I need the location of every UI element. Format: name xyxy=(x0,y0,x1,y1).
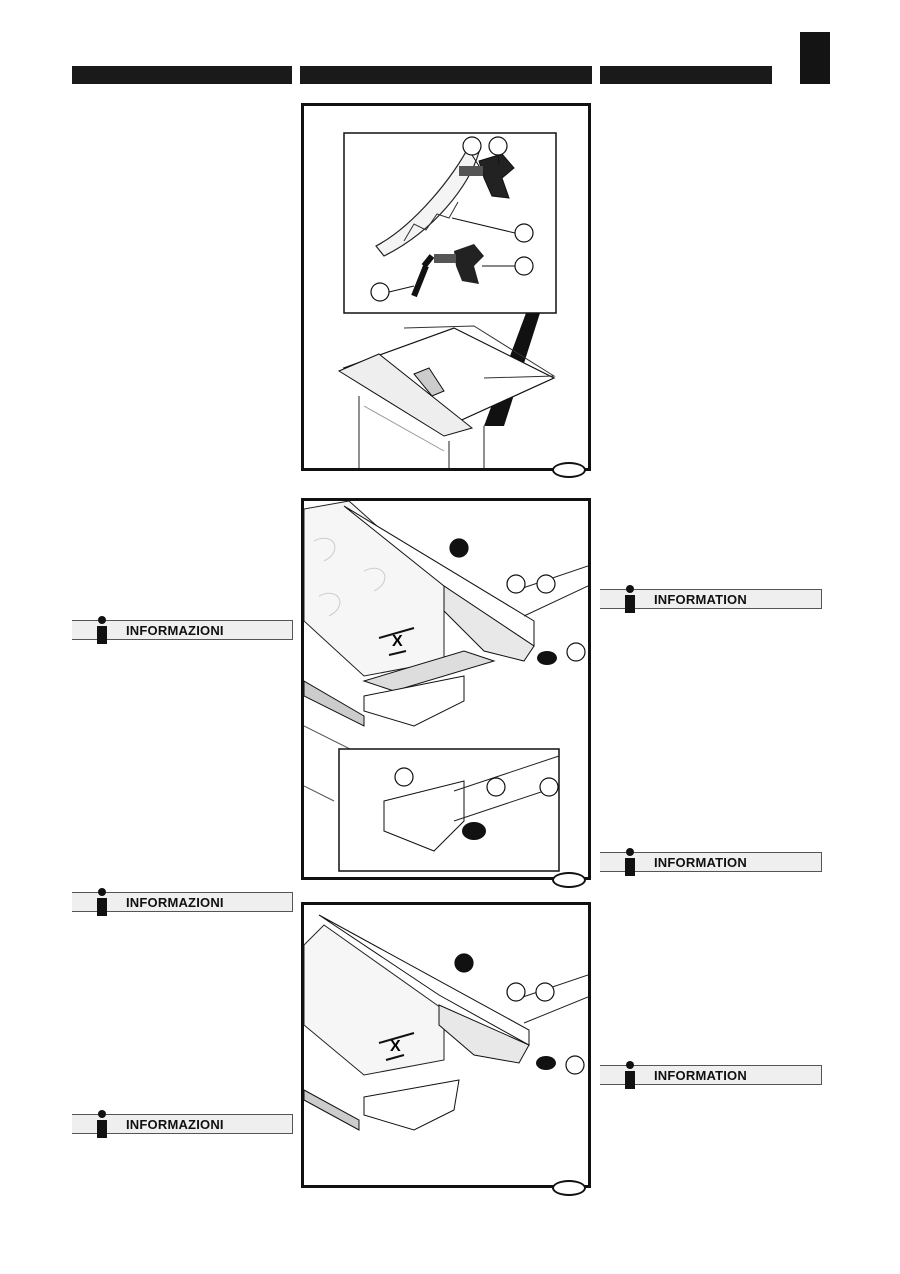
screw-upper xyxy=(459,166,483,176)
info-box-italian-3: INFORMAZIONI xyxy=(72,1110,293,1138)
header-bar-english xyxy=(600,66,772,84)
figure-2-illustration: X xyxy=(304,501,588,872)
header-bar-figures xyxy=(300,66,592,84)
info-box-english-1: INFORMATION xyxy=(600,585,822,613)
figure-number-tag-2 xyxy=(552,872,586,888)
figure-number-tag-3 xyxy=(552,1180,586,1196)
figure-3-illustration: X xyxy=(304,914,588,1131)
screw-lower xyxy=(434,254,456,263)
figure-riving-knife-fence xyxy=(301,103,591,471)
fence-rail xyxy=(337,353,474,437)
fence-support-plate xyxy=(363,675,465,727)
info-i-icon xyxy=(625,585,635,613)
info-label: INFORMAZIONI xyxy=(126,623,224,638)
figure-parallel-fence-low: X xyxy=(301,902,591,1188)
info-label: INFORMATION xyxy=(654,855,747,870)
info-label: INFORMAZIONI xyxy=(126,1117,224,1132)
workpiece-fig3 xyxy=(304,924,445,1076)
info-i-icon xyxy=(625,848,635,876)
figure-1-illustration xyxy=(337,132,557,468)
callouts-figure-2 xyxy=(449,538,586,662)
info-box-italian-2: INFORMAZIONI xyxy=(72,888,293,916)
info-box-english-3: INFORMATION xyxy=(600,1061,822,1089)
info-i-icon xyxy=(97,616,107,644)
info-i-icon xyxy=(97,888,107,916)
knob-upper xyxy=(478,153,515,199)
info-i-icon xyxy=(97,1110,107,1138)
svg-text:X: X xyxy=(390,1038,401,1055)
info-label: INFORMAZIONI xyxy=(126,895,224,910)
lock-knob-fig2 xyxy=(537,651,557,665)
language-tab xyxy=(800,32,830,84)
header-bar-italian xyxy=(72,66,292,84)
svg-text:X: X xyxy=(392,633,403,650)
info-i-icon xyxy=(625,1061,635,1089)
lever xyxy=(411,254,435,298)
knife-teeth xyxy=(403,201,459,242)
info-label: INFORMATION xyxy=(654,592,747,607)
knob-lower xyxy=(454,244,484,284)
info-box-italian-1: INFORMAZIONI xyxy=(72,616,293,644)
callouts-figure-3 xyxy=(454,953,585,1075)
figure-number-tag-1 xyxy=(552,462,586,478)
info-box-english-2: INFORMATION xyxy=(600,848,822,876)
arrow-x xyxy=(378,627,415,656)
figure-parallel-fence: X xyxy=(301,498,591,880)
info-label: INFORMATION xyxy=(654,1068,747,1083)
